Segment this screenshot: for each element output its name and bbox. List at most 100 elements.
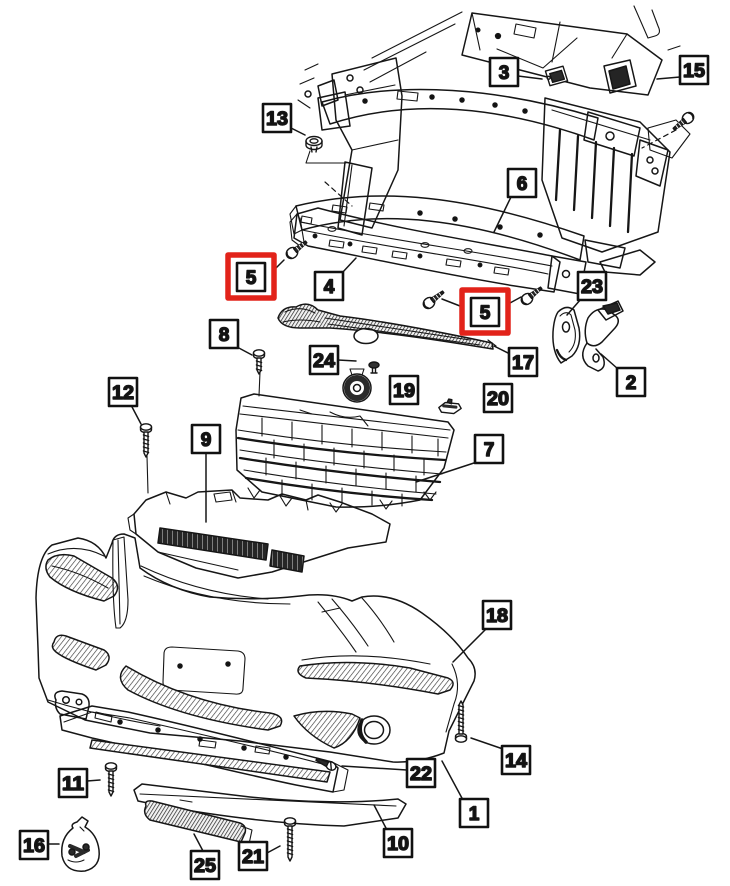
- part-grille-molding: [277, 303, 497, 350]
- callout-16[interactable]: 16: [18, 829, 60, 861]
- callout-25[interactable]: 25: [189, 833, 221, 881]
- callout-leader-line: [415, 461, 478, 483]
- callout-7[interactable]: 7: [415, 433, 505, 483]
- hood-latch-3-icon: [544, 65, 569, 87]
- callout-leader-line: [130, 404, 142, 425]
- callout-4[interactable]: 4: [313, 257, 357, 302]
- clip-20-icon: [438, 398, 462, 415]
- callout-box: [678, 54, 710, 86]
- screw-15-icon: [672, 111, 695, 131]
- callout-6[interactable]: 6: [493, 167, 538, 233]
- callout-box: [488, 56, 520, 88]
- callout-leader-line: [566, 298, 582, 316]
- part-support-brackets: [552, 300, 624, 372]
- callout-23[interactable]: 23: [566, 270, 608, 316]
- callout-number: 24: [313, 351, 335, 372]
- callout-9[interactable]: 9: [190, 423, 222, 523]
- callout-number: 9: [201, 430, 212, 451]
- nut-13-icon: [305, 135, 323, 153]
- callout-1[interactable]: 1: [441, 760, 490, 829]
- callout-11[interactable]: 11: [57, 767, 101, 799]
- callout-leader-line: [517, 75, 543, 80]
- callout-leader-line: [600, 353, 619, 370]
- callout-5-highlighted[interactable]: 5: [225, 252, 285, 301]
- callout-number: 2: [626, 373, 637, 394]
- callout-box: [507, 346, 539, 378]
- callout-leader-line: [452, 628, 487, 663]
- callout-10[interactable]: 10: [373, 804, 414, 859]
- callout-leader-line: [493, 196, 512, 233]
- callout-number: 15: [683, 61, 705, 82]
- callout-15[interactable]: 15: [656, 54, 710, 86]
- callout-13[interactable]: 13: [261, 102, 306, 136]
- callout-number: 6: [517, 174, 528, 195]
- callout-2[interactable]: 2: [600, 353, 647, 398]
- callout-box: [405, 757, 437, 789]
- callout-3[interactable]: 3: [488, 56, 543, 88]
- callout-box: [576, 270, 608, 302]
- callout-number: 11: [62, 774, 84, 795]
- callout-number: 14: [505, 751, 527, 772]
- part-radiator-support-frame: [289, 5, 691, 276]
- callout-number: 5: [246, 268, 257, 289]
- callout-box: [189, 849, 221, 881]
- callout-box: [506, 167, 538, 199]
- callout-leader-line: [275, 259, 285, 269]
- callout-box: [382, 827, 414, 859]
- callout-18[interactable]: 18: [452, 599, 513, 663]
- callout-14[interactable]: 14: [470, 737, 532, 776]
- callout-number: 7: [484, 440, 495, 461]
- part-grille-support-panel: [127, 489, 391, 579]
- callout-5-highlighted[interactable]: 5: [441, 287, 522, 336]
- screw-11-icon: [104, 762, 118, 797]
- part-lower-grille-strip: [143, 800, 253, 845]
- callout-number: 5: [480, 303, 491, 324]
- callout-box: [500, 744, 532, 776]
- callout-box: [208, 318, 240, 350]
- callout-number: 3: [499, 63, 510, 84]
- callout-17[interactable]: 17: [493, 345, 539, 378]
- callout-number: 1: [469, 804, 480, 825]
- callout-number: 22: [410, 764, 432, 785]
- callout-leader-line: [266, 845, 281, 854]
- callout-box: [473, 433, 505, 465]
- callout-22[interactable]: 22: [341, 757, 437, 789]
- callout-box: [469, 296, 501, 328]
- screw-5a-icon: [285, 240, 308, 260]
- callout-number: 25: [194, 856, 216, 877]
- callout-box: [237, 840, 269, 872]
- screw-12-icon: [139, 423, 153, 458]
- callout-box: [107, 376, 139, 408]
- callout-24[interactable]: 24: [308, 344, 357, 376]
- part-grille: [235, 393, 455, 513]
- callout-box: [18, 829, 50, 861]
- callout-box: [308, 344, 340, 376]
- callout-box: [481, 599, 513, 631]
- callout-leader-line: [509, 296, 522, 304]
- callout-number: 19: [393, 381, 415, 402]
- callout-8[interactable]: 8: [208, 318, 253, 356]
- callout-leader-line: [373, 804, 388, 831]
- screw-5b-left-icon: [422, 290, 445, 310]
- callout-number: 4: [324, 277, 335, 298]
- callout-leader-line: [193, 833, 204, 852]
- callout-box: [190, 423, 222, 455]
- callout-box: [57, 767, 89, 799]
- part-lower-valance: [54, 690, 349, 793]
- callout-number: 20: [487, 389, 509, 410]
- callout-20[interactable]: 20: [482, 382, 514, 414]
- callout-box: [313, 270, 345, 302]
- callout-12[interactable]: 12: [107, 376, 142, 425]
- callout-leader-line: [470, 737, 504, 750]
- screw-14-icon: [454, 700, 468, 743]
- callout-21[interactable]: 21: [237, 840, 281, 872]
- callouts-layer: 3 15 13 6 5 4 23 5 8 17 2 24 12 19 20 9 7 18 14 11 22 1 10 16 25…: [18, 54, 710, 881]
- callout-leader-line: [441, 760, 464, 801]
- callout-number: 16: [23, 836, 45, 857]
- callout-box: [458, 797, 490, 829]
- callout-19[interactable]: 19: [388, 374, 420, 406]
- part-hardware-bag: [60, 816, 100, 872]
- guide-lines: [146, 371, 261, 494]
